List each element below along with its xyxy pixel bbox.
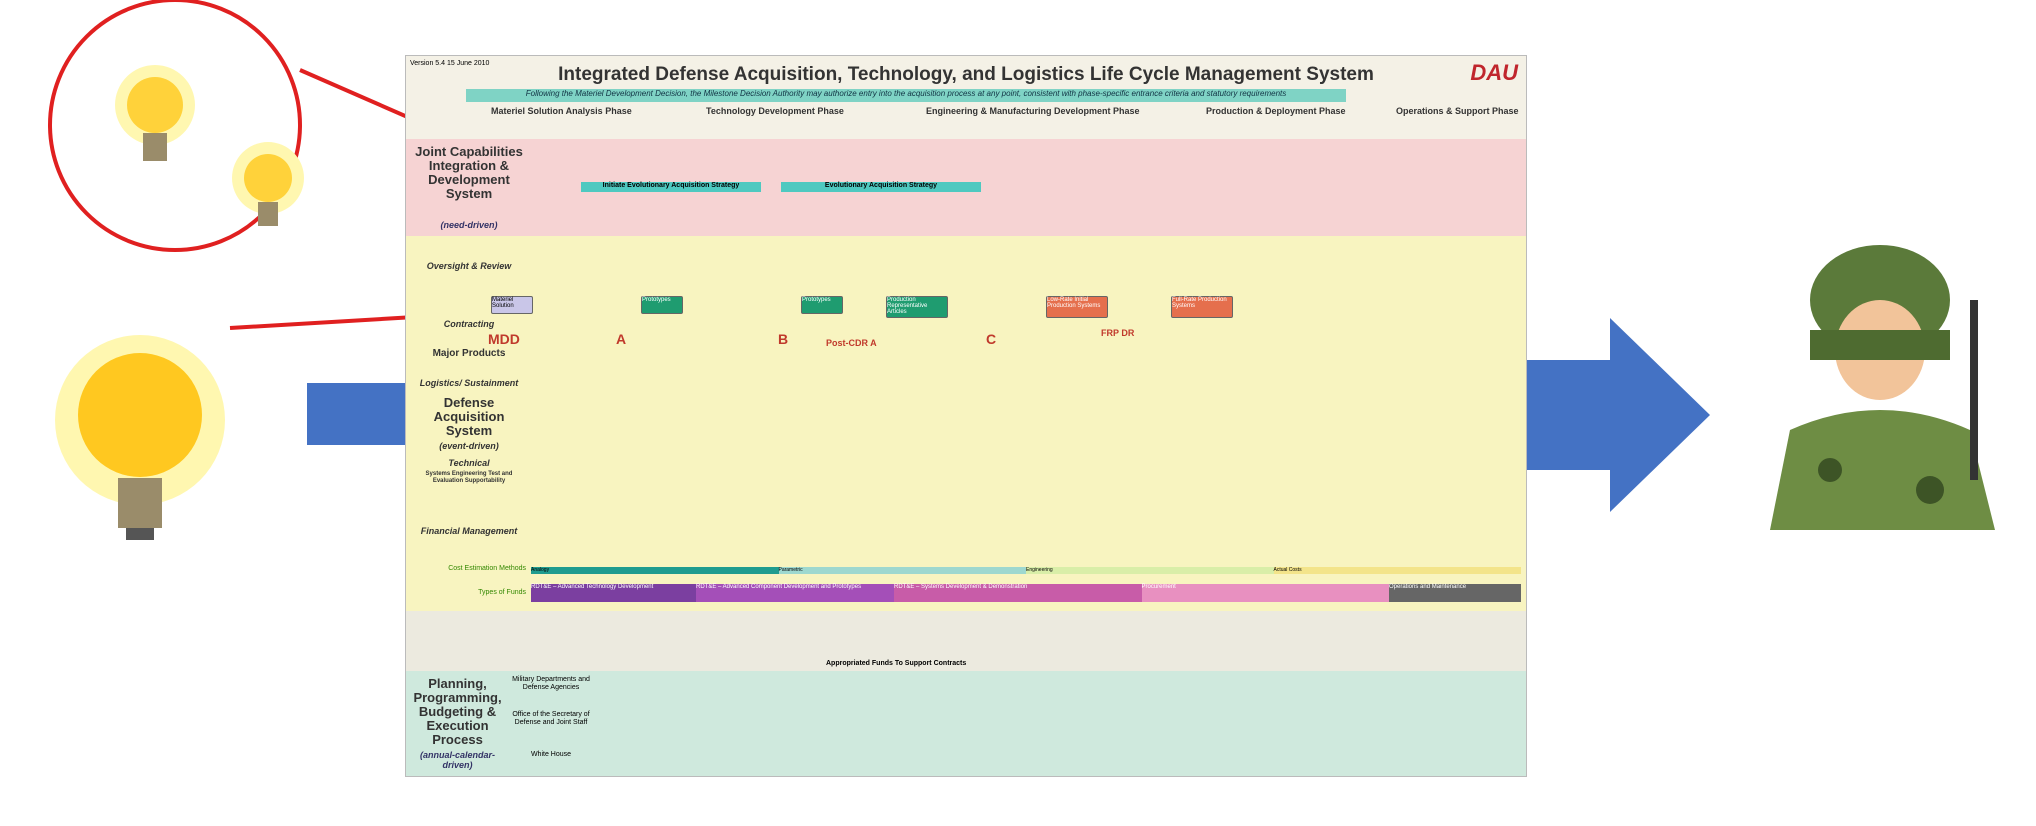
right-arrow-icon — [1525, 318, 1710, 512]
fund-type: RDT&E – Advanced Technology Development — [531, 584, 696, 602]
phase-td: Technology Development Phase — [706, 106, 844, 116]
label-mil: Military Departments and Defense Agencie… — [512, 676, 590, 691]
label-das-sub: (event-driven) — [439, 441, 499, 451]
strategy-evolutionary: Evolutionary Acquisition Strategy — [781, 182, 981, 192]
strategy-initial: Initiate Evolutionary Acquisition Strate… — [581, 182, 761, 192]
label-funds: Types of Funds — [478, 589, 526, 596]
phase-os: Operations & Support Phase — [1396, 106, 1519, 116]
label-products: Major Products — [432, 348, 506, 359]
label-ppbe-sub: (annual-calendar-driven) — [419, 750, 495, 770]
approp-label: Appropriated Funds To Support Contracts — [826, 660, 967, 667]
acquisition-chart: Version 5.4 15 June 2010 Integrated Defe… — [405, 55, 1527, 777]
phase-emd: Engineering & Manufacturing Development … — [926, 106, 1140, 116]
label-das: Defense Acquisition System — [433, 395, 505, 438]
label-contracting: Contracting — [443, 319, 495, 329]
milestone-mdd: MDD — [488, 331, 520, 347]
left-arrow-icon — [307, 383, 405, 445]
cost-method: Actual Costs — [1273, 567, 1521, 574]
label-financial: Financial Management — [420, 526, 518, 536]
label-osd: Office of the Secretary of Defense and J… — [512, 711, 590, 726]
product-box: Materiel Solution — [491, 296, 533, 314]
product-box: Production Representative Articles — [886, 296, 948, 318]
label-cost: Cost Estimation Methods — [448, 565, 526, 572]
label-technical-sub: Systems Engineering Test and Evaluation … — [425, 471, 513, 484]
funds-bar: RDT&E – Advanced Technology Development … — [531, 584, 1521, 602]
lightbulb-icon-small-1 — [115, 65, 195, 161]
chart-title: Integrated Defense Acquisition, Technolo… — [558, 64, 1374, 85]
milestone-b: B — [778, 331, 789, 347]
milestone-postcdr: Post-CDR A — [826, 338, 877, 348]
lightbulb-icon-small-2 — [232, 142, 304, 226]
ppbe-band — [406, 671, 1526, 776]
fund-type: Procurement — [1141, 584, 1389, 602]
label-ppbe: Planning, Programming, Budgeting & Execu… — [413, 676, 502, 747]
milestone-frp: FRP DR — [1101, 328, 1135, 338]
product-box: Prototypes — [801, 296, 843, 314]
soldier-icon — [1770, 245, 1995, 530]
label-technical: Technical — [448, 458, 490, 468]
cost-methods-bar: Analogy Parametric Engineering Actual Co… — [531, 567, 1521, 574]
financial-band — [406, 611, 1526, 671]
fund-type: Operations and Maintenance — [1389, 584, 1521, 602]
dau-logo: DAU — [1470, 60, 1518, 85]
fund-type: RDT&E – Systems Development & Demonstrat… — [894, 584, 1142, 602]
label-logistics: Logistics/ Sustainment — [419, 378, 519, 388]
phase-pd: Production & Deployment Phase — [1206, 106, 1346, 116]
cost-method: Engineering — [1026, 567, 1274, 574]
milestone-a: A — [616, 331, 627, 347]
cost-method: Analogy — [531, 567, 779, 574]
label-jcids: Joint Capabilities Integration & Develop… — [415, 144, 523, 201]
lightbulb-icon-large — [55, 335, 225, 540]
version-label: Version 5.4 15 June 2010 — [410, 60, 490, 67]
das-band — [406, 236, 1526, 611]
label-oversight: Oversight & Review — [426, 261, 512, 271]
milestone-c: C — [986, 331, 997, 347]
banner: Following the Materiel Development Decis… — [466, 89, 1346, 102]
label-jcids-sub: (need-driven) — [440, 220, 498, 230]
product-box: Full-Rate Production Systems — [1171, 296, 1233, 318]
label-wh: White House — [530, 751, 572, 758]
fund-type: RDT&E – Advanced Component Development a… — [696, 584, 894, 602]
product-box: Low-Rate Initial Production Systems — [1046, 296, 1108, 318]
phase-msa: Materiel Solution Analysis Phase — [491, 106, 632, 116]
cost-method: Parametric — [778, 567, 1026, 574]
product-box: Prototypes — [641, 296, 683, 314]
